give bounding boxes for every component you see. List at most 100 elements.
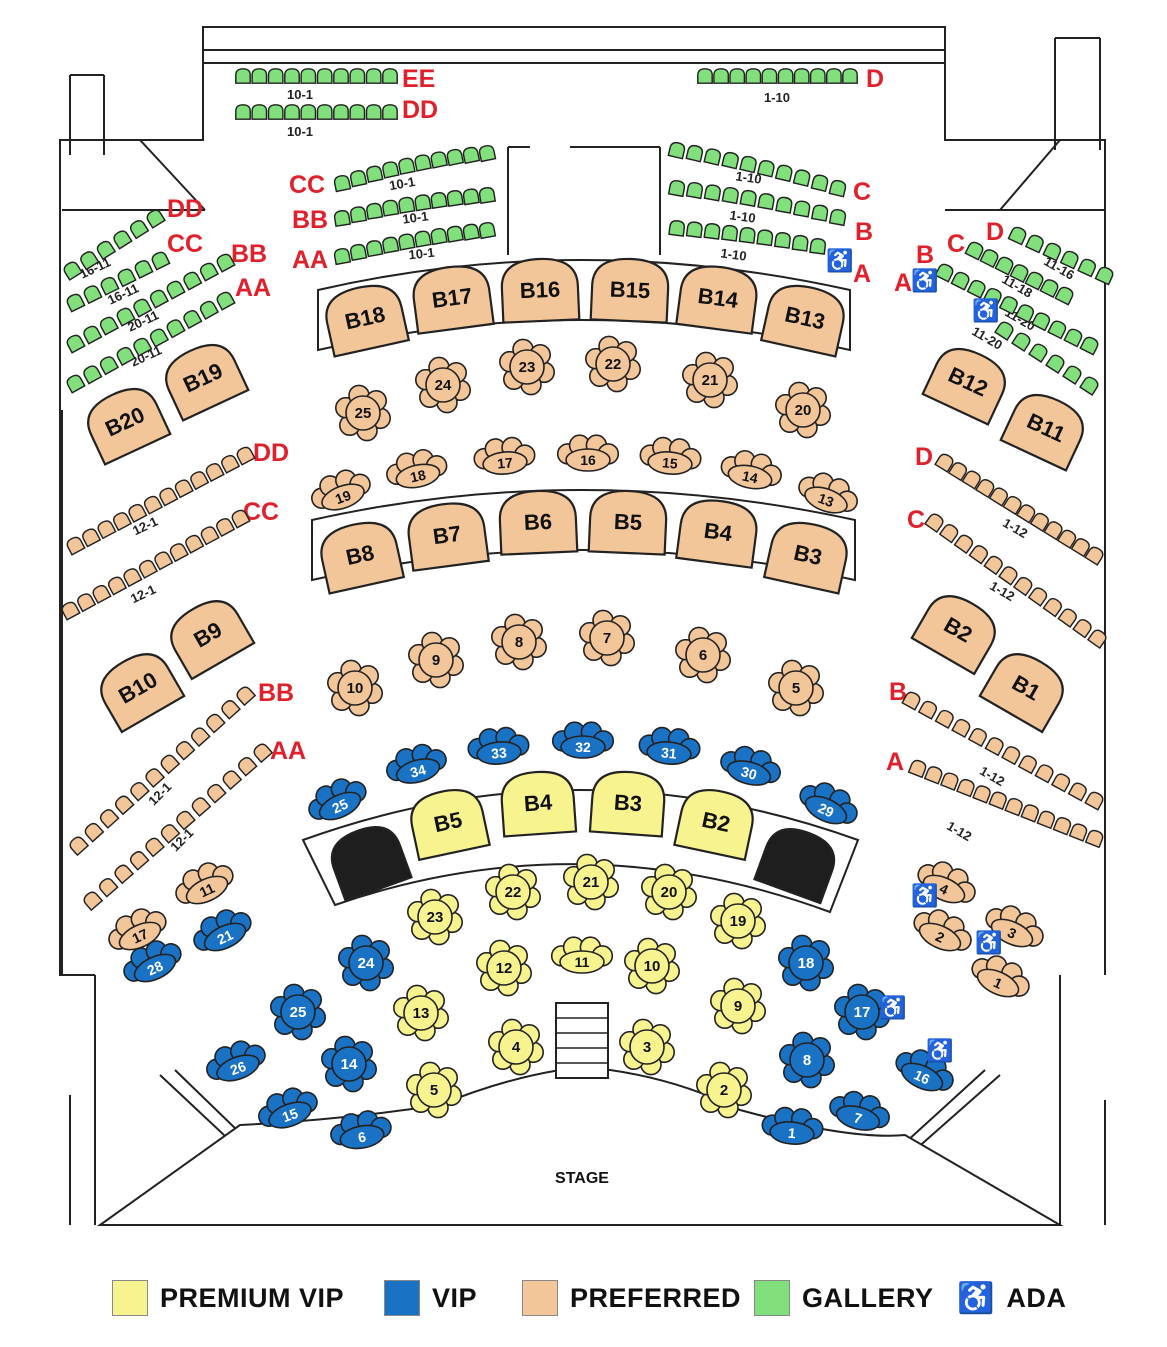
box-shape[interactable] [405,499,490,572]
box-b3-premium[interactable]: B3 [588,770,666,838]
box-shape[interactable] [410,262,495,335]
box-shape[interactable] [921,340,1014,426]
seat[interactable] [721,185,740,205]
table-side-preferred-1[interactable]: 1 [966,948,1036,1006]
seat[interactable] [721,150,741,170]
table-top[interactable] [725,757,773,790]
table-vip-top-30[interactable]: 30 [717,741,785,791]
box-b12[interactable]: B12 [921,340,1014,426]
seat[interactable] [198,524,220,546]
seat[interactable] [828,207,848,227]
seat[interactable] [429,150,448,169]
seat[interactable] [111,228,133,250]
table-preferred-5[interactable]: 5 [767,659,825,717]
table-top[interactable] [403,995,439,1031]
seat[interactable] [1042,595,1065,618]
table-top[interactable] [844,994,880,1030]
box-shape[interactable] [406,784,491,862]
table-top[interactable] [559,950,605,974]
table-top[interactable] [769,1120,815,1146]
table-premium-19[interactable]: 19 [709,892,767,950]
seat[interactable] [234,444,256,466]
table-preferred-16[interactable]: 16 [556,434,620,472]
table-vip-top-33[interactable]: 33 [467,726,530,767]
seat[interactable] [112,793,135,815]
table-premium-20[interactable]: 20 [640,863,698,921]
table-vip-8[interactable]: 8 [778,1031,836,1089]
seat[interactable] [953,532,976,554]
seat[interactable] [950,269,972,291]
table-top[interactable] [651,874,687,910]
seat[interactable] [300,68,317,84]
table-top[interactable] [629,1029,665,1065]
seat[interactable] [478,186,496,204]
box-b2-premium[interactable]: B2 [673,784,757,862]
table-top[interactable] [182,871,231,910]
table-premium-4[interactable]: 4 [487,1018,545,1076]
pref-left-dd-seats[interactable] [64,444,256,556]
seat[interactable] [940,770,961,791]
box-shape[interactable] [673,784,757,862]
seat[interactable] [181,269,203,291]
seat[interactable] [1036,808,1057,829]
table-top[interactable] [897,1058,946,1097]
seat[interactable] [1084,789,1106,811]
seat[interactable] [284,104,300,120]
seat[interactable] [219,452,240,474]
table-top[interactable] [720,988,756,1024]
seat[interactable] [188,725,211,747]
seat[interactable] [1004,796,1025,817]
box-shape[interactable] [80,380,172,466]
seat[interactable] [197,298,219,320]
table-top[interactable] [280,994,316,1030]
table-vip-14[interactable]: 14 [320,1035,378,1093]
seat[interactable] [316,104,333,120]
seat[interactable] [461,145,481,165]
seat[interactable] [172,477,194,499]
seat[interactable] [1031,310,1053,332]
seat[interactable] [972,783,993,804]
seat[interactable] [477,143,497,163]
seat[interactable] [667,178,687,198]
seat[interactable] [966,277,988,299]
seat[interactable] [284,68,300,84]
seat[interactable] [158,752,180,775]
table-top[interactable] [634,948,670,984]
table-preferred-8[interactable]: 8 [490,613,548,671]
box-shape[interactable] [999,386,1092,472]
box-b9[interactable]: B9 [162,591,256,681]
box-shape[interactable] [589,257,670,324]
seat[interactable] [382,104,398,120]
seat[interactable] [332,173,352,193]
table-top[interactable] [482,450,528,476]
table-top[interactable] [509,349,545,385]
seat[interactable] [968,725,989,747]
table-premium-23[interactable]: 23 [406,888,464,946]
table-vip-28[interactable]: 28 [117,933,187,991]
seat[interactable] [1007,224,1029,246]
seat[interactable] [349,205,368,224]
table-side-preferred-2[interactable]: 2 [908,902,978,960]
seat[interactable] [1067,780,1089,802]
seat[interactable] [67,834,89,856]
table-vip-6[interactable]: 6 [328,1107,394,1153]
table-top[interactable] [560,735,606,759]
box-shape[interactable] [753,821,842,905]
table-top[interactable] [418,642,454,678]
row-ee-seats[interactable] [235,68,398,84]
seat[interactable] [147,287,169,309]
table-preferred-18[interactable]: 18 [383,445,450,493]
seat[interactable] [461,187,480,206]
table-top[interactable] [915,918,964,957]
seat[interactable] [729,68,746,84]
seat[interactable] [792,168,812,187]
seat[interactable] [333,104,349,120]
seat[interactable] [809,68,826,84]
table-top[interactable] [425,367,461,403]
seat[interactable] [793,199,812,218]
table-side-preferred-3[interactable]: 3 [980,898,1050,956]
seat[interactable] [445,224,464,243]
pref-left-bb-seats[interactable] [67,684,256,856]
seat[interactable] [685,143,705,163]
seat[interactable] [157,485,179,507]
